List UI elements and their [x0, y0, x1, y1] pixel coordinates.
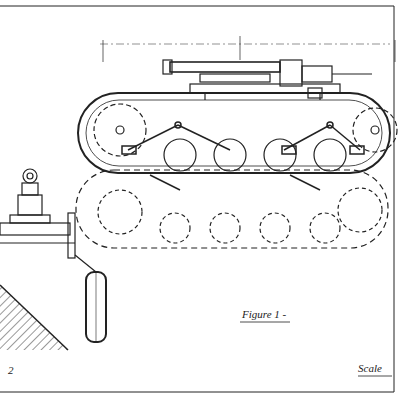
road-wheels [94, 104, 397, 171]
figure-caption: Figure 1 - [242, 308, 286, 320]
road-wheels-dashed [98, 188, 382, 243]
center-line [395, 40, 396, 62]
gun [163, 60, 372, 100]
ground-hatch [0, 285, 68, 350]
frame-line [0, 392, 394, 393]
ground-line [0, 285, 68, 350]
center-line [240, 36, 241, 60]
center-line [103, 40, 104, 62]
scale-note: Scale [358, 362, 382, 374]
track-inner [86, 100, 382, 166]
track-outline [78, 93, 390, 173]
frame-line [394, 6, 395, 392]
underline [240, 322, 290, 323]
track-outline-dashed [76, 170, 388, 248]
center-line [100, 44, 390, 45]
underline [358, 376, 392, 377]
suspension-arms [122, 122, 364, 190]
frame-line [0, 6, 394, 7]
figure-number: 2 [8, 364, 14, 376]
